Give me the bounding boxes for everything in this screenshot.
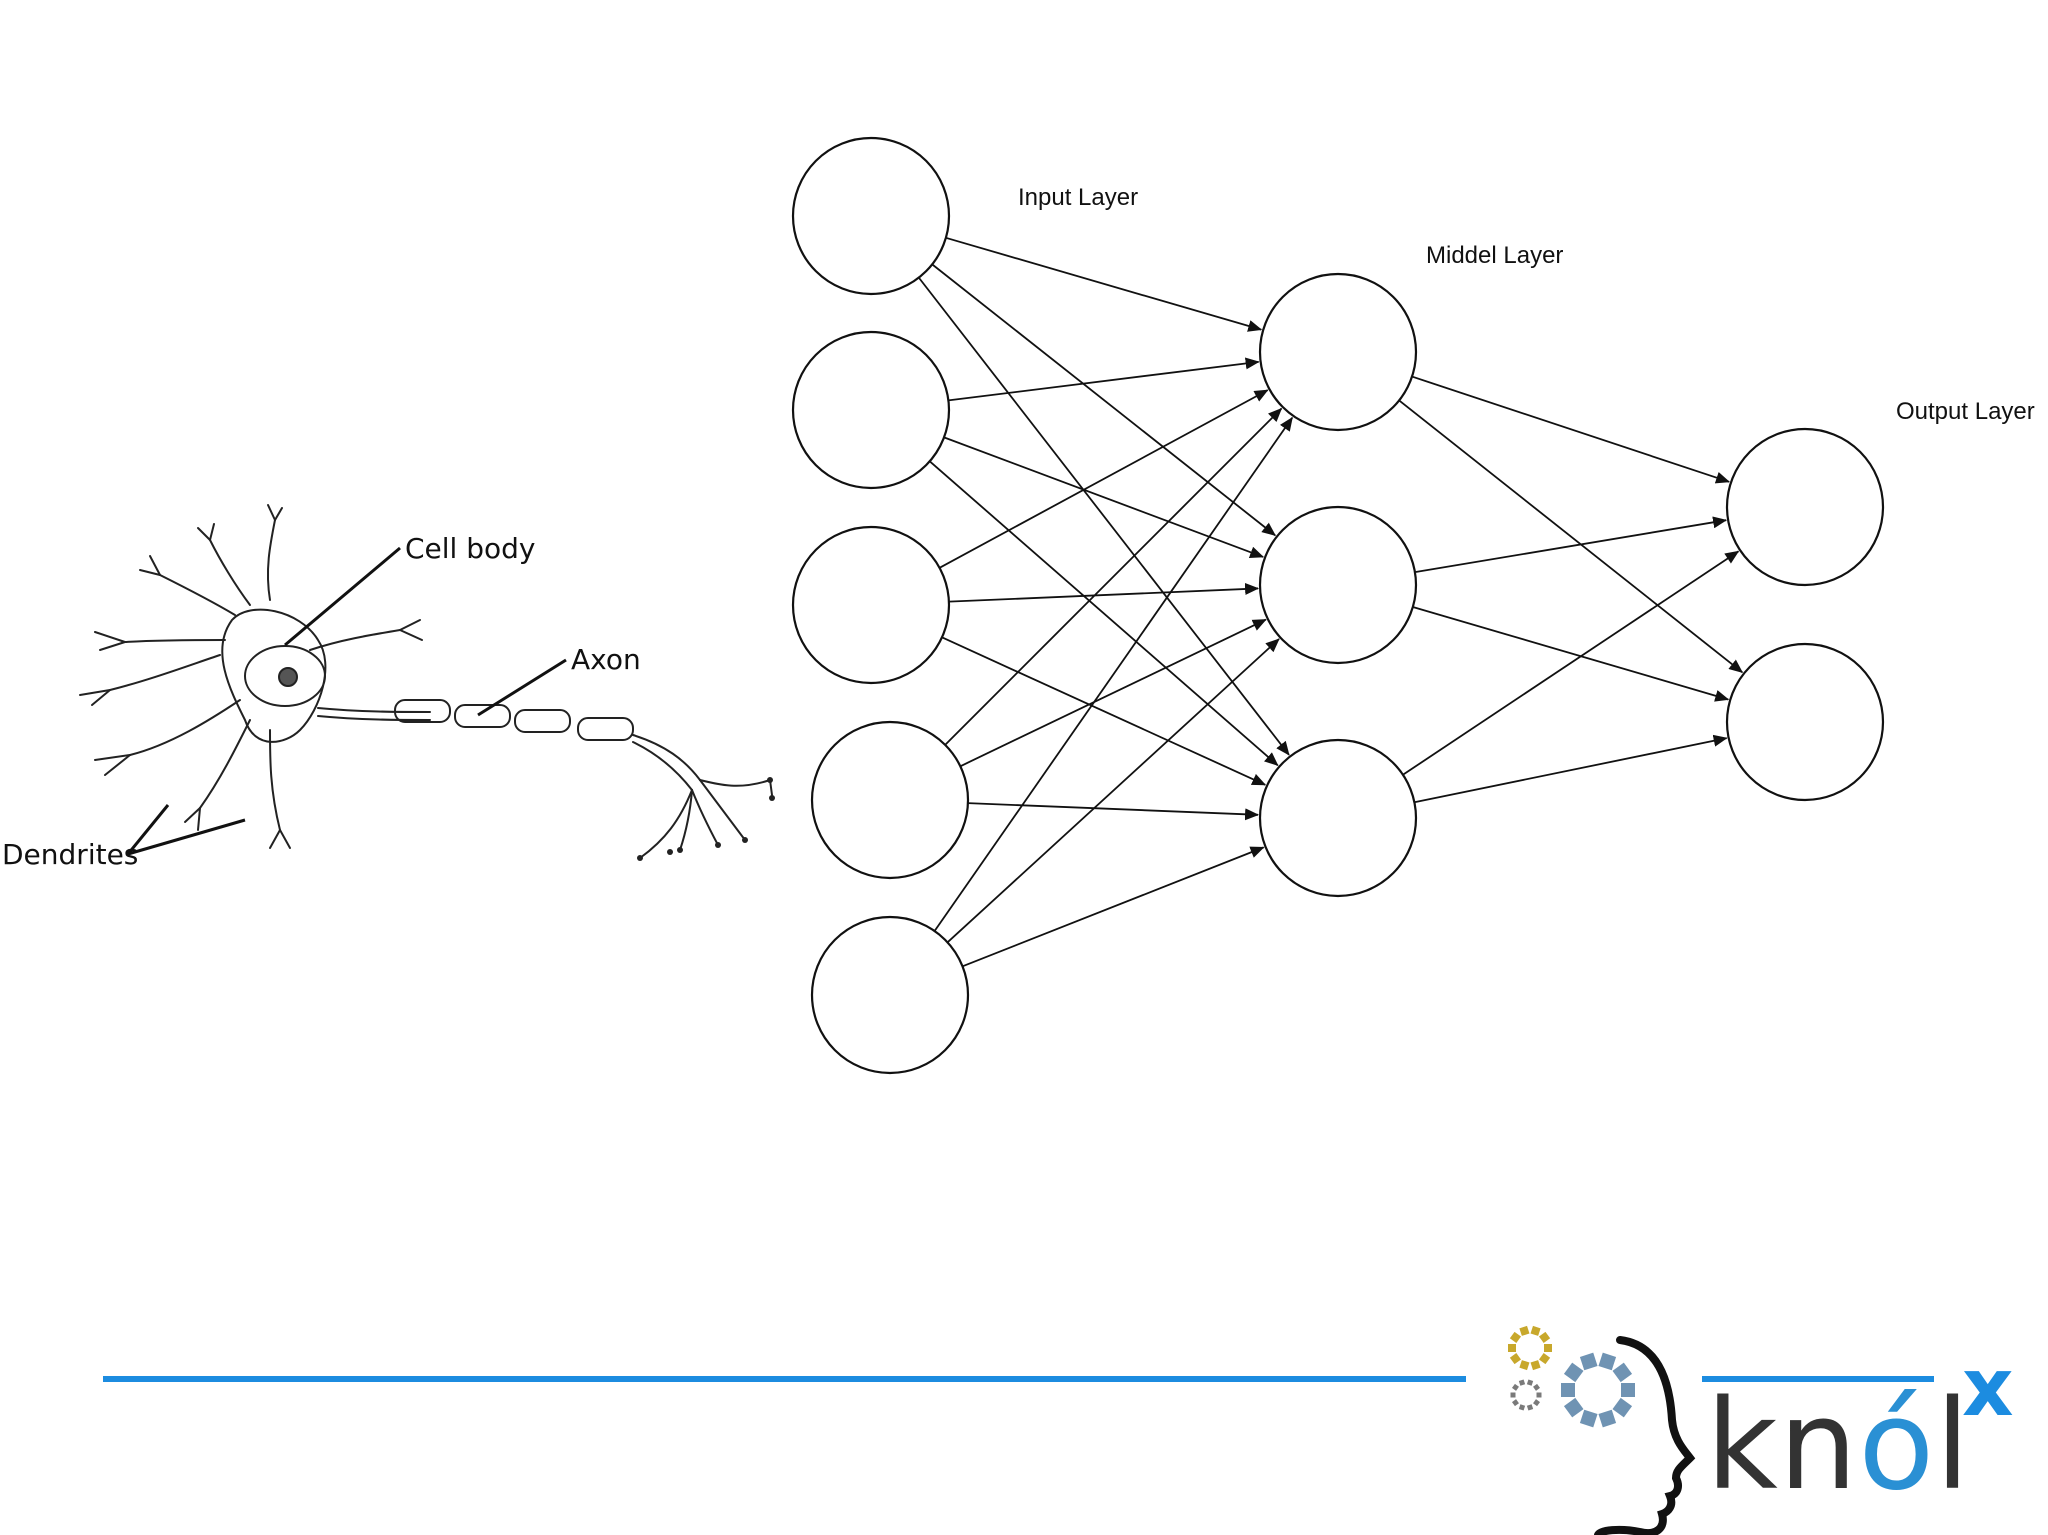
gear-tooth	[1519, 1379, 1525, 1385]
gear-tooth	[1519, 1404, 1525, 1410]
gear-tooth	[1564, 1363, 1584, 1383]
gear-tooth	[1510, 1353, 1521, 1364]
gear-tooth	[1539, 1353, 1550, 1364]
gear-tooth	[1598, 1410, 1616, 1428]
gear-tooth	[1512, 1384, 1519, 1391]
knolx-logo-text: knól	[1706, 1376, 1971, 1516]
gold-gear-icon	[1508, 1326, 1552, 1370]
gear-tooth	[1537, 1393, 1542, 1398]
gear-tooth	[1564, 1398, 1584, 1418]
blue-gear-icon	[1561, 1353, 1635, 1428]
gear-tooth	[1527, 1404, 1533, 1410]
gear-tooth	[1527, 1379, 1533, 1385]
gear-tooth	[1508, 1344, 1516, 1352]
logo-superscript-x: x	[1962, 1348, 2014, 1428]
gear-tooth	[1539, 1332, 1550, 1343]
logo-letter-o: ó	[1858, 1374, 1935, 1518]
gear-tooth	[1533, 1399, 1540, 1406]
gear-tooth	[1511, 1393, 1516, 1398]
gear-tooth	[1544, 1344, 1552, 1352]
gear-tooth	[1561, 1383, 1575, 1397]
gear-tooth	[1510, 1332, 1521, 1343]
gear-tooth	[1612, 1398, 1632, 1418]
gear-tooth	[1580, 1410, 1598, 1428]
gear-tooth	[1519, 1326, 1529, 1336]
logo-letters-kn: kn	[1706, 1374, 1858, 1518]
gear-tooth	[1519, 1360, 1529, 1370]
gear-tooth	[1598, 1353, 1616, 1371]
gear-tooth	[1533, 1384, 1540, 1391]
gear-tooth	[1531, 1360, 1541, 1370]
gear-tooth	[1512, 1399, 1519, 1406]
gear-tooth	[1612, 1363, 1632, 1383]
gear-tooth	[1580, 1353, 1598, 1371]
gear-tooth	[1531, 1326, 1541, 1336]
gear-tooth	[1621, 1383, 1635, 1397]
gray-gear-icon	[1511, 1379, 1542, 1410]
